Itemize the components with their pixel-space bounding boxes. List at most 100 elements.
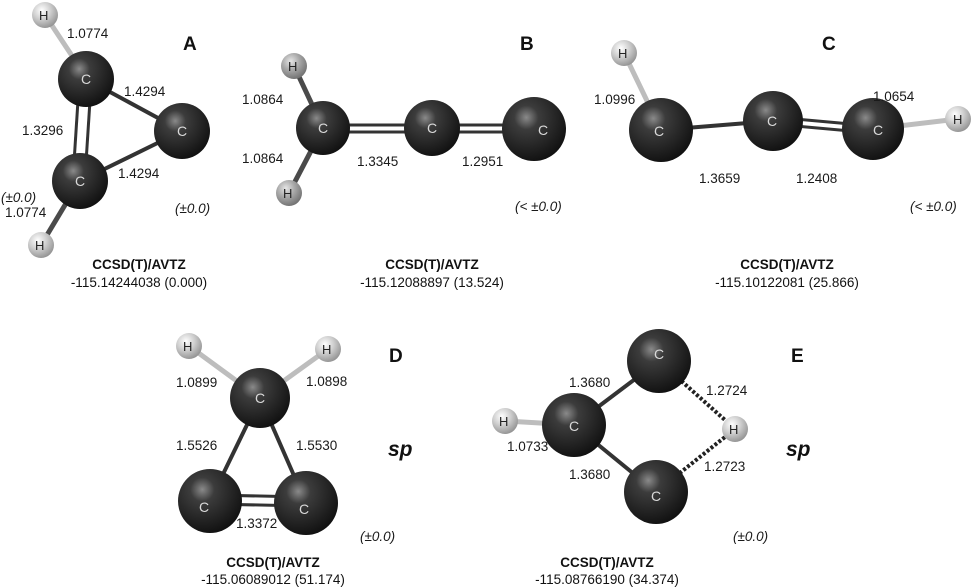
atom-symbol-c: C	[75, 173, 85, 189]
carbon-atom	[502, 97, 566, 161]
bond-length-label: 1.0733	[507, 439, 548, 454]
carbon-atom	[58, 51, 114, 107]
atom-symbol-c: C	[767, 113, 777, 129]
bond-length-label: 1.0654	[873, 89, 915, 104]
bond-length-label: 1.3372	[236, 516, 277, 531]
molecule-label-a: A	[183, 34, 197, 55]
hydrogen-atom	[315, 336, 341, 362]
hydrogen-atom	[28, 232, 54, 258]
bond-length-label: 1.0899	[176, 375, 217, 390]
carbon-atom	[743, 91, 803, 151]
hydrogen-atom	[281, 53, 307, 79]
atom-symbol-h: H	[288, 59, 297, 74]
molecule-label-d: D	[389, 346, 403, 367]
bond-length-label: 1.2724	[706, 383, 748, 398]
bond-length-label: 1.2951	[462, 154, 503, 169]
uncertainty-label: (< ±0.0)	[515, 199, 562, 214]
atom-symbol-c: C	[199, 499, 209, 515]
atom-symbol-h: H	[729, 422, 738, 437]
molecule-label-c: C	[822, 34, 836, 55]
energy-label: -115.06089012 (51.174)	[201, 572, 345, 587]
atom-symbol-c: C	[255, 390, 265, 406]
method-label: CCSD(T)/AVTZ	[385, 257, 479, 272]
method-label: CCSD(T)/AVTZ	[560, 555, 654, 570]
bond-length-label: 1.2723	[704, 459, 745, 474]
energy-label: -115.08766190 (34.374)	[535, 572, 679, 587]
hydrogen-atom	[492, 408, 518, 434]
atom-symbol-c: C	[538, 122, 548, 138]
molecule-C: H C C C H 1.0996 1.0654 1.3659 1.2408 (<…	[594, 34, 971, 290]
energy-label: -115.14244038 (0.000)	[71, 275, 207, 290]
molecule-label-e: E	[791, 346, 804, 367]
energy-label: -115.10122081 (25.866)	[715, 275, 859, 290]
hydrogen-atom	[945, 106, 971, 132]
uncertainty-label: (±0.0)	[175, 201, 210, 216]
bond-length-label: 1.2408	[796, 171, 837, 186]
atom-symbol-h: H	[499, 414, 508, 429]
hydrogen-atom	[176, 333, 202, 359]
hydrogen-atom	[276, 180, 302, 206]
bond-length-label: 1.0774	[67, 26, 109, 41]
molecule-B: H H C C C 1.0864 1.0864 1.3345 1.2951 (<…	[242, 34, 566, 290]
bond-length-label: 1.0774	[5, 205, 47, 220]
bond-length-label: 1.5530	[296, 438, 337, 453]
molecule-A: H C C C H 1.0774 1.4294 1.3296 1.4294 (±…	[1, 2, 210, 290]
atom-symbol-h: H	[618, 46, 627, 61]
carbon-atom	[629, 98, 693, 162]
uncertainty-label: (< ±0.0)	[910, 199, 957, 214]
bond-length-label: 1.3345	[357, 154, 398, 169]
atom-symbol-c: C	[654, 346, 664, 362]
molecule-E: H C C C H 1.3680 1.2724 1.0733 1.2723 1.…	[492, 329, 811, 587]
bond-length-label: 1.0898	[306, 374, 347, 389]
bond-length-label: 1.0864	[242, 151, 284, 166]
method-label: CCSD(T)/AVTZ	[740, 257, 834, 272]
atom-symbol-c: C	[318, 120, 328, 136]
atom-symbol-h: H	[183, 339, 192, 354]
hybridization-label: sp	[786, 438, 811, 461]
atom-symbol-c: C	[427, 120, 437, 136]
bond-length-label: 1.3680	[569, 375, 610, 390]
bond-length-label: 1.3680	[569, 467, 610, 482]
hydrogen-atom	[722, 416, 748, 442]
hydrogen-atom	[32, 2, 58, 28]
carbon-atom	[404, 100, 460, 156]
carbon-atom	[178, 469, 242, 533]
atom-symbol-h: H	[322, 342, 331, 357]
atom-symbol-c: C	[873, 122, 883, 138]
atom-symbol-c: C	[569, 418, 579, 434]
carbon-atom	[296, 101, 350, 155]
carbon-atom	[542, 393, 606, 457]
molecule-D: H H C C C 1.0899 1.0898 1.5526 1.5530 1.…	[176, 333, 413, 587]
atom-symbol-h: H	[39, 8, 48, 23]
carbon-atom	[52, 153, 108, 209]
carbon-atom	[274, 471, 338, 535]
uncertainty-label: (±0.0)	[360, 529, 395, 544]
atom-symbol-c: C	[81, 71, 91, 87]
uncertainty-label: (±0.0)	[1, 190, 36, 205]
method-label: CCSD(T)/AVTZ	[226, 555, 320, 570]
bond-length-label: 1.4294	[118, 166, 160, 181]
bond-length-label: 1.4294	[124, 84, 166, 99]
method-label: CCSD(T)/AVTZ	[92, 257, 186, 272]
atom-symbol-h: H	[283, 186, 292, 201]
carbon-atom	[154, 103, 210, 159]
carbon-atom	[842, 98, 904, 160]
bond-length-label: 1.0864	[242, 92, 284, 107]
hybridization-label: sp	[388, 438, 413, 461]
carbon-atom	[624, 460, 688, 524]
atom-symbol-h: H	[35, 238, 44, 253]
bond-length-label: 1.3659	[699, 171, 740, 186]
atom-symbol-c: C	[651, 488, 661, 504]
atom-symbol-c: C	[177, 123, 187, 139]
bond-length-label: 1.3296	[22, 123, 63, 138]
atom-symbol-c: C	[299, 501, 309, 517]
atom-symbol-c: C	[654, 123, 664, 139]
carbon-atom	[627, 329, 691, 393]
carbon-atom	[230, 368, 290, 428]
uncertainty-label: (±0.0)	[733, 529, 768, 544]
energy-label: -115.12088897 (13.524)	[360, 275, 504, 290]
bond-length-label: 1.0996	[594, 92, 635, 107]
bond-length-label: 1.5526	[176, 438, 217, 453]
molecule-label-b: B	[520, 34, 534, 55]
